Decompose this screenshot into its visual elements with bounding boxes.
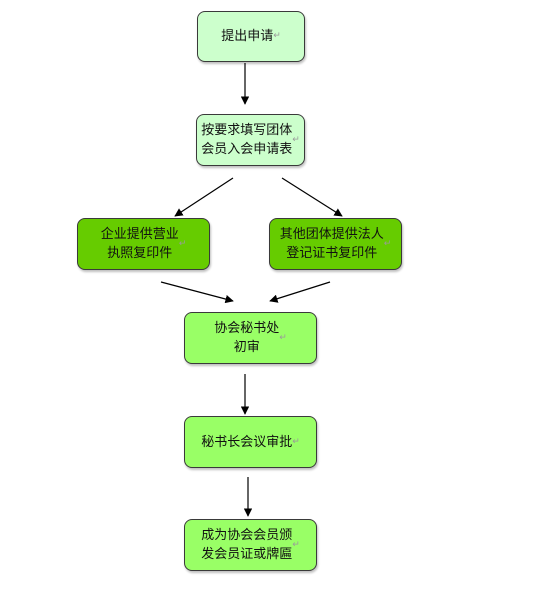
paragraph-mark-icon: ↵ — [292, 436, 300, 447]
step-label: 协会秘书处 初审 — [214, 321, 280, 355]
step-submit-application: 提出申请↵ — [197, 11, 305, 62]
paragraph-mark-icon: ↵ — [178, 238, 187, 249]
paragraph-mark-icon: ↵ — [273, 31, 281, 41]
step-label: 其他团体提供法人 登记证书复印件 — [279, 227, 384, 261]
step-label: 企业提供营业 执照复印件 — [100, 227, 179, 261]
arrow-form-to-other-group — [281, 177, 343, 217]
arrow-other-group-to-review — [269, 281, 331, 303]
step-label: 按要求填写团体 会员入会申请表 — [201, 123, 293, 157]
step-label: 秘书长会议审批 — [201, 434, 293, 450]
step-secretariat-preliminary-review: 协会秘书处 初审↵ — [184, 312, 317, 364]
paragraph-mark-icon: ↵ — [292, 134, 300, 145]
step-other-group-certificate-copy: 其他团体提供法人 登记证书复印件↵ — [269, 218, 402, 270]
arrow-enterprise-to-review — [160, 281, 234, 304]
step-secretary-general-approval: 秘书长会议审批↵ — [184, 416, 317, 468]
step-label: 成为协会会员颁 发会员证或牌匾 — [201, 528, 293, 562]
paragraph-mark-icon: ↵ — [292, 539, 300, 550]
arrow-form-to-enterprise — [174, 177, 234, 217]
paragraph-mark-icon: ↵ — [383, 238, 392, 249]
step-enterprise-license-copy: 企业提供营业 执照复印件↵ — [77, 218, 210, 270]
step-become-member-issue-certificate: 成为协会会员颁 发会员证或牌匾↵ — [184, 519, 317, 571]
step-label: 提出申请 — [221, 29, 274, 44]
paragraph-mark-icon: ↵ — [279, 332, 287, 343]
step-fill-membership-form: 按要求填写团体 会员入会申请表↵ — [196, 114, 305, 166]
